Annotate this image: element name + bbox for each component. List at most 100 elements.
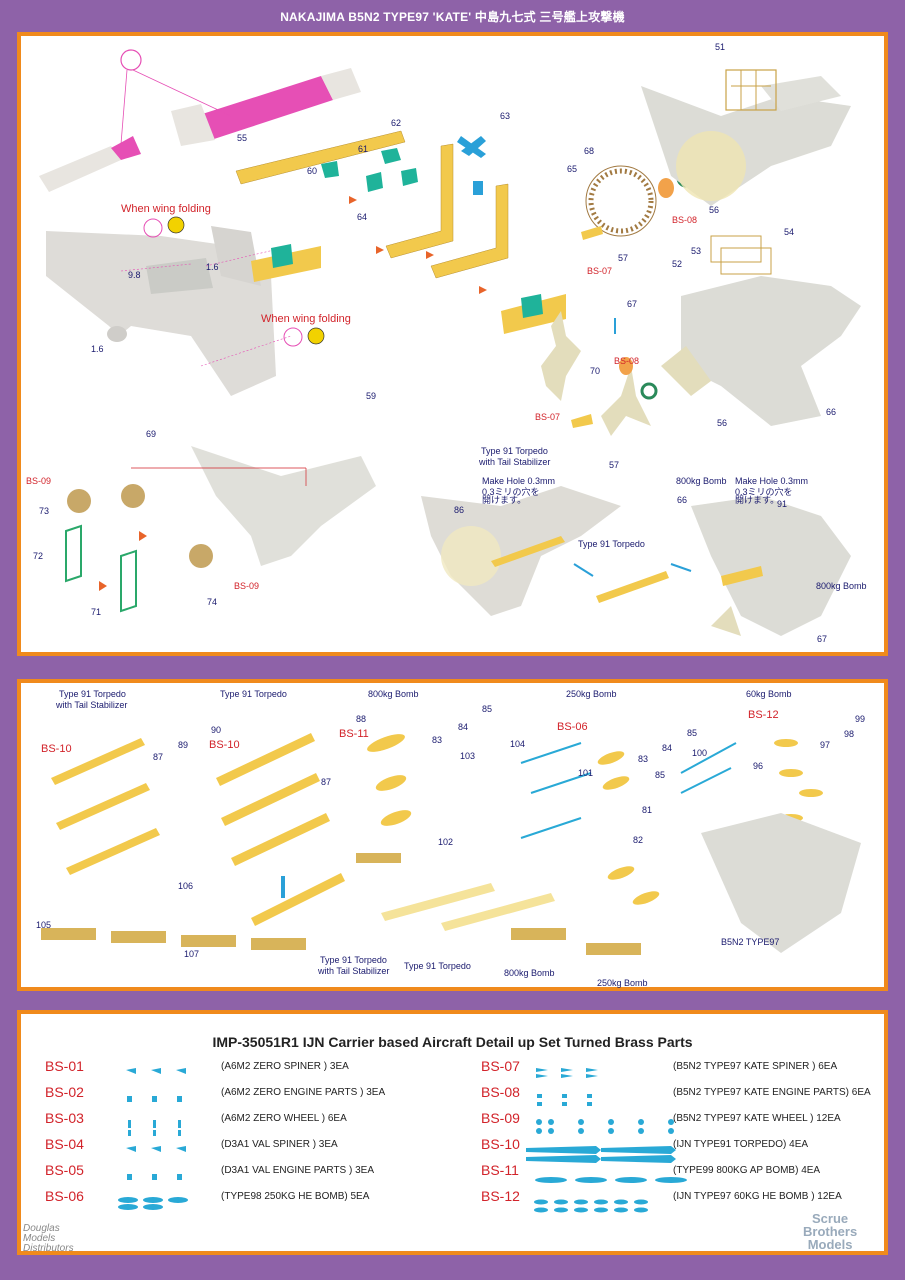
part-number: 60 <box>307 166 318 176</box>
part-code: BS-03 <box>45 1110 84 1126</box>
part-number: 89 <box>178 740 189 750</box>
bs05-silhouettes <box>127 1174 182 1180</box>
part-code: BS-01 <box>45 1058 84 1074</box>
part-description: (D3A1 VAL ENGINE PARTS ) 3EA <box>221 1165 375 1176</box>
caption: with Tail Stabilizer <box>318 966 390 976</box>
torpedo-stack-2 <box>216 733 345 926</box>
caption: Type 91 Torpedo <box>578 539 645 549</box>
part-code: BS-09 <box>481 1110 520 1126</box>
aircraft-folded-wing <box>661 235 861 426</box>
brass-part-code: BS-09 <box>234 581 260 591</box>
brass-part-code: BS-08 <box>614 356 640 366</box>
part-number: 97 <box>820 740 831 750</box>
bs11-silhouettes <box>535 1177 687 1183</box>
caption: B5N2 TYPE97 <box>721 937 780 947</box>
part-number: 53 <box>691 246 702 256</box>
part-number: 101 <box>578 768 594 778</box>
brass-part-code: BS-10 <box>41 743 72 755</box>
brass-part-code: BS-10 <box>209 739 240 751</box>
part-description: (IJN TYPE97 60KG HE BOMB ) 12EA <box>673 1191 842 1202</box>
part-number: 57 <box>618 253 629 263</box>
bomb-800kg-parts <box>367 734 412 826</box>
caption: 0.3ミリの穴を <box>482 487 540 497</box>
caption: Type 91 Torpedo <box>59 689 126 699</box>
caption: Make Hole 0.3mm <box>482 476 556 486</box>
part-number: 82 <box>633 835 644 845</box>
brass-part-code: BS-07 <box>535 412 561 422</box>
part-number: 83 <box>638 754 649 764</box>
caption: 開けます。 <box>482 495 527 505</box>
part-code: BS-07 <box>481 1058 520 1074</box>
part-number: 69 <box>146 429 157 439</box>
part-code: BS-08 <box>481 1084 520 1100</box>
part-number: 51 <box>715 42 726 52</box>
part-silhouettes <box>118 1068 687 1213</box>
bs09-silhouettes <box>536 1119 674 1134</box>
aircraft-with-torpedo <box>421 486 692 616</box>
part-description: (A6M2 ZERO SPINER ) 3EA <box>221 1061 349 1072</box>
caption: Type 91 Torpedo <box>220 689 287 699</box>
caption: Type 91 Torpedo <box>404 961 471 971</box>
bs06-silhouettes <box>118 1197 188 1210</box>
part-number: 99 <box>855 714 866 724</box>
part-number: 66 <box>826 407 837 417</box>
part-number: 56 <box>717 418 728 428</box>
bs03-silhouettes <box>128 1120 181 1136</box>
propeller-parts <box>541 165 696 436</box>
caption: 開けます。 <box>735 495 780 505</box>
part-code: BS-12 <box>481 1188 520 1204</box>
caption: 60kg Bomb <box>746 689 792 699</box>
part-number: 68 <box>584 146 595 156</box>
part-number: 85 <box>482 704 493 714</box>
bs07-silhouettes <box>536 1068 598 1078</box>
part-number: 52 <box>672 259 683 269</box>
part-number: 63 <box>500 111 511 121</box>
part-number: 64 <box>357 212 368 222</box>
part-number: 73 <box>39 506 50 516</box>
part-code: BS-02 <box>45 1084 84 1100</box>
part-number: 71 <box>91 607 102 617</box>
part-code: BS-10 <box>481 1136 520 1152</box>
part-number: 65 <box>567 164 578 174</box>
caption: with Tail Stabilizer <box>56 700 128 710</box>
caption: 800kg Bomb <box>816 581 867 591</box>
parts-list-title: IMP-35051R1 IJN Carrier based Aircraft D… <box>212 1034 693 1050</box>
caption: with Tail Stabilizer <box>479 457 551 467</box>
part-number: 86 <box>454 505 465 515</box>
aircraft-wing-folding <box>46 216 325 396</box>
caption: 250kg Bomb <box>566 689 617 699</box>
sheet-title: NAKAJIMA B5N2 TYPE97 'KATE' 中島九七式 三号艦上攻撃… <box>280 10 625 24</box>
brass-part-code: BS-07 <box>587 266 613 276</box>
brass-part-code: BS-11 <box>339 728 369 740</box>
part-number: 85 <box>687 728 698 738</box>
part-number: 55 <box>237 133 248 143</box>
trolleys <box>41 853 641 955</box>
part-number: 61 <box>358 144 369 154</box>
part-description: (D3A1 VAL SPINER ) 3EA <box>221 1139 338 1150</box>
bs08-silhouettes <box>537 1094 592 1106</box>
wing-folding-note: When wing folding <box>121 203 211 215</box>
aircraft-underside-left <box>65 446 376 613</box>
part-description: (IJN TYPE91 TORPEDO) 4EA <box>673 1139 809 1150</box>
caption: 800kg Bomb <box>504 968 555 978</box>
resin-fuselage-parts <box>39 49 361 192</box>
aircraft-top-right <box>641 69 851 206</box>
part-number: 85 <box>655 770 666 780</box>
part-description: (B5N2 TYPE97 KATE ENGINE PARTS) 6EA <box>673 1087 871 1098</box>
part-number: 98 <box>844 729 855 739</box>
caption: 800kg Bomb <box>676 476 727 486</box>
part-code: BS-05 <box>45 1162 84 1178</box>
part-number: 81 <box>642 805 653 815</box>
bs12-silhouettes <box>534 1199 648 1213</box>
wing-folding-note: When wing folding <box>261 313 351 325</box>
assembly-arrows <box>99 196 487 591</box>
part-number: 67 <box>627 299 638 309</box>
part-number: 100 <box>692 748 708 758</box>
part-description: (B5N2 TYPE97 KATE SPINER ) 6EA <box>673 1061 838 1072</box>
part-number: 59 <box>366 391 377 401</box>
torpedo-stack-1 <box>51 738 160 875</box>
part-number: 105 <box>36 920 52 930</box>
aircraft-with-bomb <box>691 496 851 636</box>
